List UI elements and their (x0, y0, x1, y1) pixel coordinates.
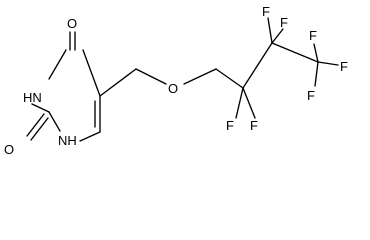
atom-labels: O HN NH O O F F F F F F F (4, 4, 348, 157)
bond-c5-c4 (82, 49, 101, 97)
fluorine-label: F (226, 118, 234, 133)
fluorine-label: F (262, 4, 270, 19)
nh-label: NH (58, 133, 77, 148)
bond-c4-n3 (48, 49, 67, 80)
bond-c-f-3 (267, 17, 273, 44)
bond-n3-c2 (31, 103, 50, 113)
bond-c-f-4 (271, 28, 284, 44)
bond-cf2-cf3 (271, 42, 319, 63)
ether-oxygen-label: O (168, 81, 178, 96)
bond-ch2-o (135, 68, 167, 85)
bond-c2-n1 (48, 111, 61, 132)
pyrimidinedione-ring (31, 49, 101, 142)
fluorine-label: F (280, 15, 288, 30)
bond-c-f-7 (314, 61, 319, 87)
bond-n1-c6 (79, 131, 101, 142)
carbonyl-oxygen-label: O (4, 142, 14, 157)
bond-c-f-6 (317, 61, 339, 66)
molecule-structure: O HN NH O O F F F F F F F (4, 4, 348, 157)
bond-c-f-5 (313, 43, 319, 63)
nh-label: HN (23, 90, 42, 105)
carbonyl-bonds (26, 31, 76, 141)
bond-c5-ch2 (99, 68, 137, 97)
fluorine-label: F (309, 28, 317, 43)
fluorine-label: F (307, 88, 315, 103)
bond-c2-o-b (30, 117, 49, 141)
fluorine-label: F (340, 59, 348, 74)
bond-o-ch2 (183, 68, 217, 85)
fluorine-bonds (235, 17, 339, 119)
fluorine-label: F (250, 118, 258, 133)
bond-cf2-cf2 (242, 42, 273, 89)
bond-c2-o-a (26, 113, 45, 137)
bond-c-f-1 (235, 87, 244, 119)
carbonyl-oxygen-label: O (67, 16, 77, 31)
side-chain (99, 42, 319, 97)
bond-c-f-2 (242, 87, 256, 119)
bond-ch2-cf2 (215, 68, 244, 89)
